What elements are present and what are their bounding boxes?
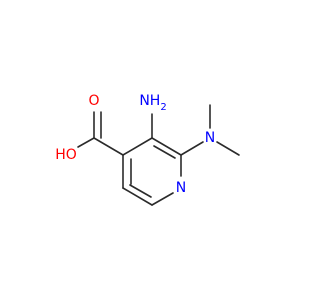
bond-c4-carboxyl xyxy=(93,137,124,156)
amino-group-label: NH2 xyxy=(139,93,166,113)
bond-c6-c5 xyxy=(122,187,153,206)
bond-c4-c3 xyxy=(122,137,153,156)
bond-c3-c2-inner xyxy=(153,145,176,159)
bond-nme2-methyl-right xyxy=(216,141,240,156)
ring-nitrogen-label: N xyxy=(176,180,186,196)
molecule-structure: NH2 O HO N N xyxy=(55,93,240,206)
carbonyl-oxygen-label: O xyxy=(88,93,99,109)
bond-c3-c2 xyxy=(151,137,182,156)
bond-n1-c6 xyxy=(151,192,174,206)
bond-carboxyl-oh xyxy=(77,137,95,148)
bond-c2-nme2 xyxy=(180,141,204,156)
molecule-canvas: NH2 O HO N N xyxy=(55,93,240,206)
bond-c6-c5-inner xyxy=(129,184,152,198)
dimethylamino-nitrogen-label: N xyxy=(205,130,215,146)
hydroxyl-oxygen-label: HO xyxy=(55,147,77,163)
